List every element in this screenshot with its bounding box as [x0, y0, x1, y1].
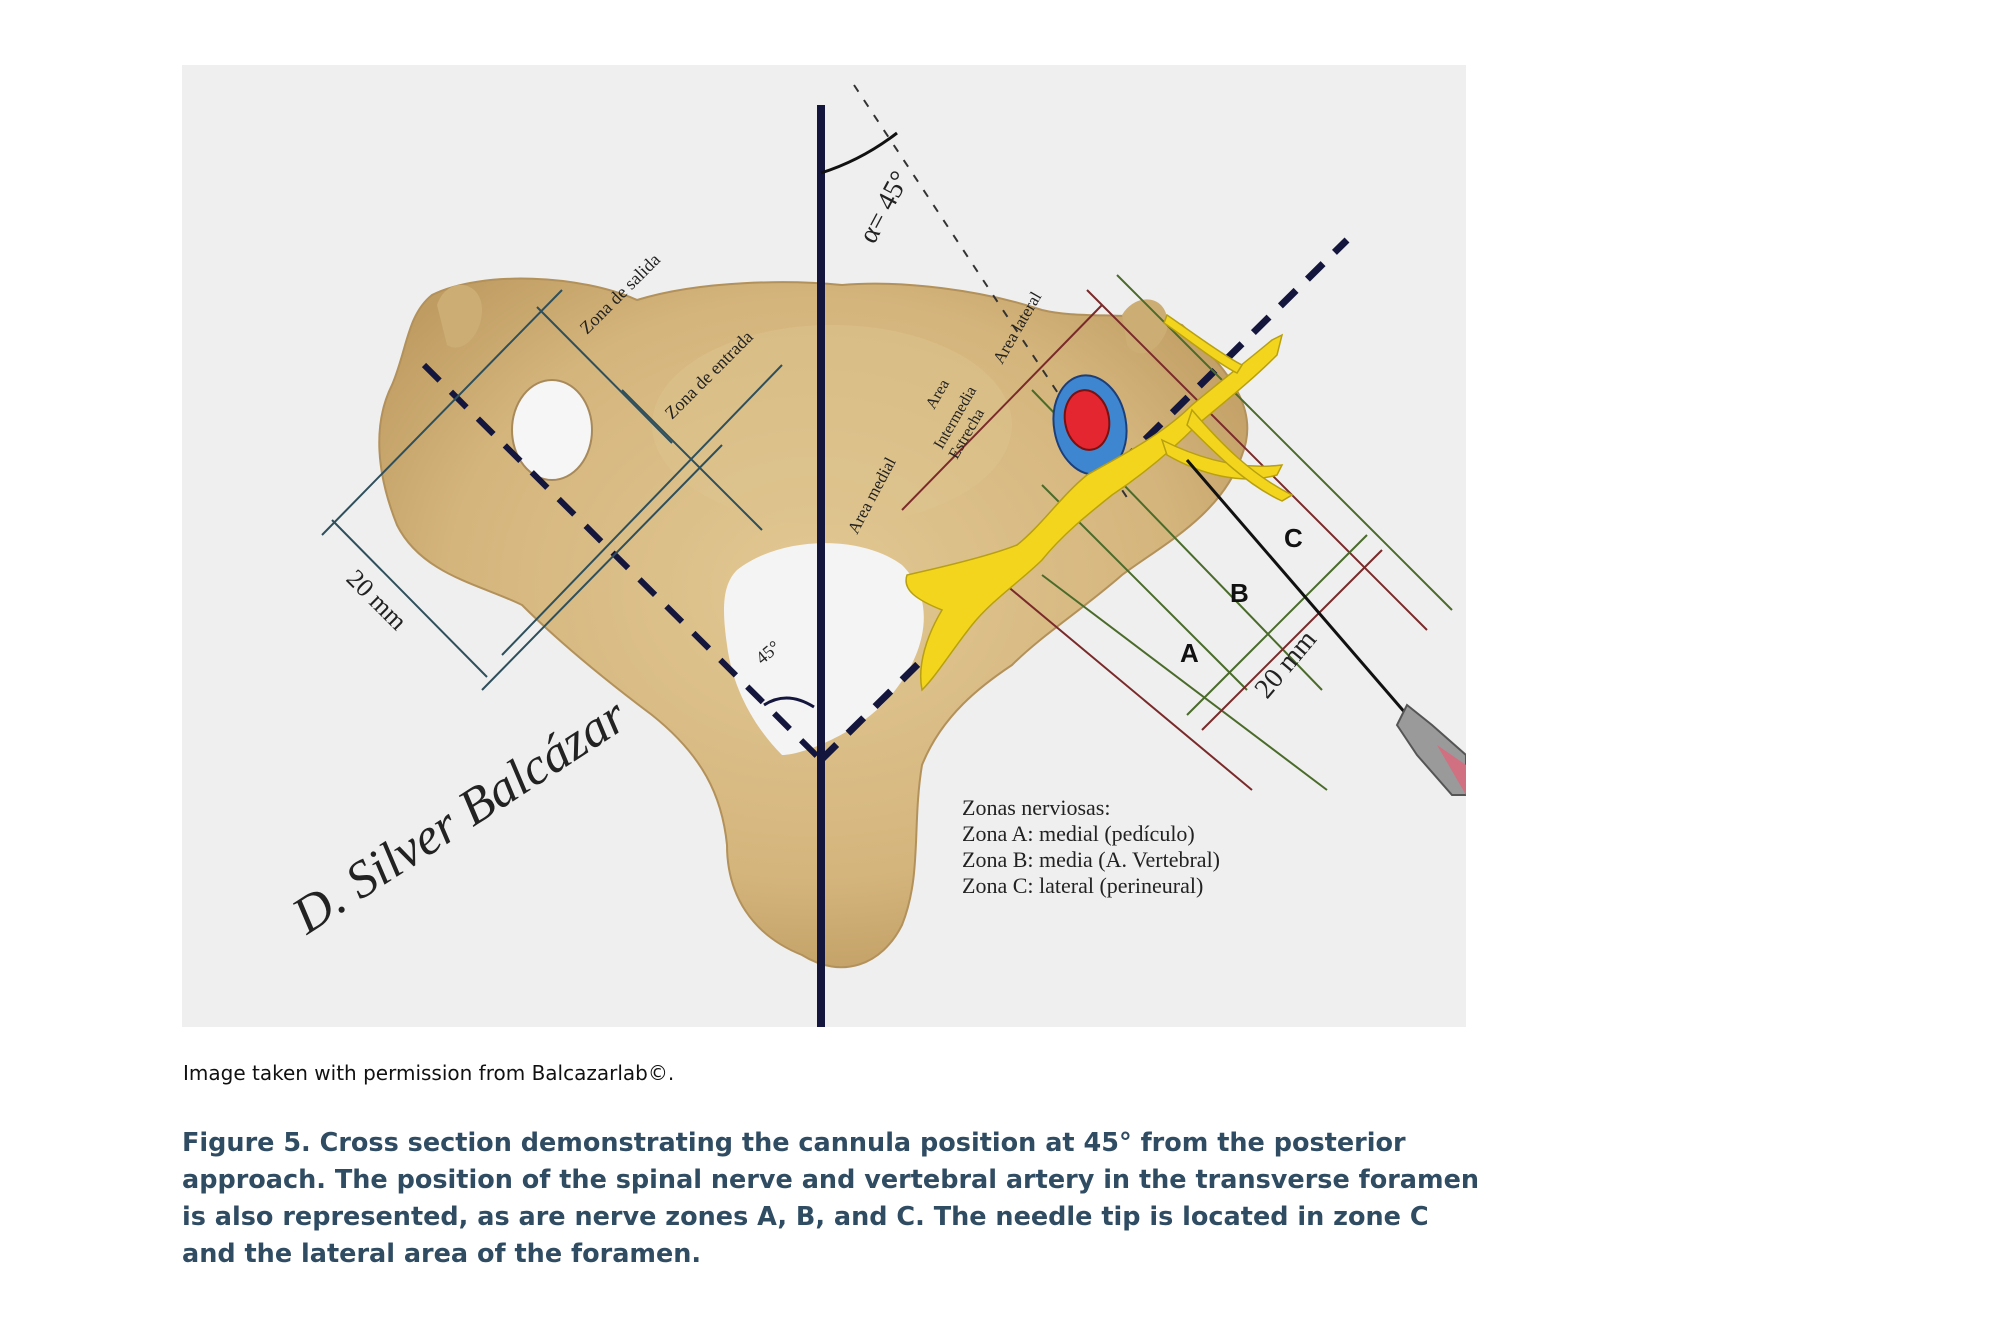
vertebral-vessels — [1052, 374, 1128, 476]
legend-zone-a: Zona A: medial (pedículo) — [962, 821, 1195, 846]
nerve-zones-legend: Zonas nerviosas: Zona A: medial (pedícul… — [962, 795, 1382, 899]
top-angle-label: α= 45° — [853, 166, 916, 248]
left-measurement-lines — [321, 289, 783, 691]
zone-c-letter: C — [1284, 523, 1303, 553]
left-measure-label: 20 mm — [341, 564, 413, 636]
legend-zone-b: Zona B: media (A. Vertebral) — [962, 847, 1221, 872]
figure-panel: α= 45° 45° Zona de salida Zona de entrad… — [182, 65, 1466, 1027]
zone-b-letter: B — [1230, 578, 1249, 608]
left-trajectory — [421, 362, 824, 763]
zone-a-letter: A — [1180, 638, 1199, 668]
vertebra-cross-section-illustration: α= 45° 45° Zona de salida Zona de entrad… — [282, 84, 1466, 1027]
image-permission-note: Image taken with permission from Balcaza… — [183, 1061, 675, 1085]
cannula — [1185, 459, 1466, 796]
author-signature: D. Silver Balcázar — [282, 687, 638, 946]
cannula-trajectory — [818, 237, 1350, 763]
spinal-nerve — [905, 313, 1294, 692]
right-measurement-lines — [901, 274, 1453, 791]
legend-zone-c: Zona C: lateral (perineural) — [962, 873, 1204, 898]
legend-title: Zonas nerviosas: — [962, 795, 1111, 820]
figure-caption: Figure 5. Cross section demonstrating th… — [182, 1128, 1480, 1269]
right-measure-label: 20 mm — [1249, 624, 1323, 704]
vertebral-artery — [1063, 389, 1111, 451]
left-transverse-foramen — [511, 379, 593, 481]
